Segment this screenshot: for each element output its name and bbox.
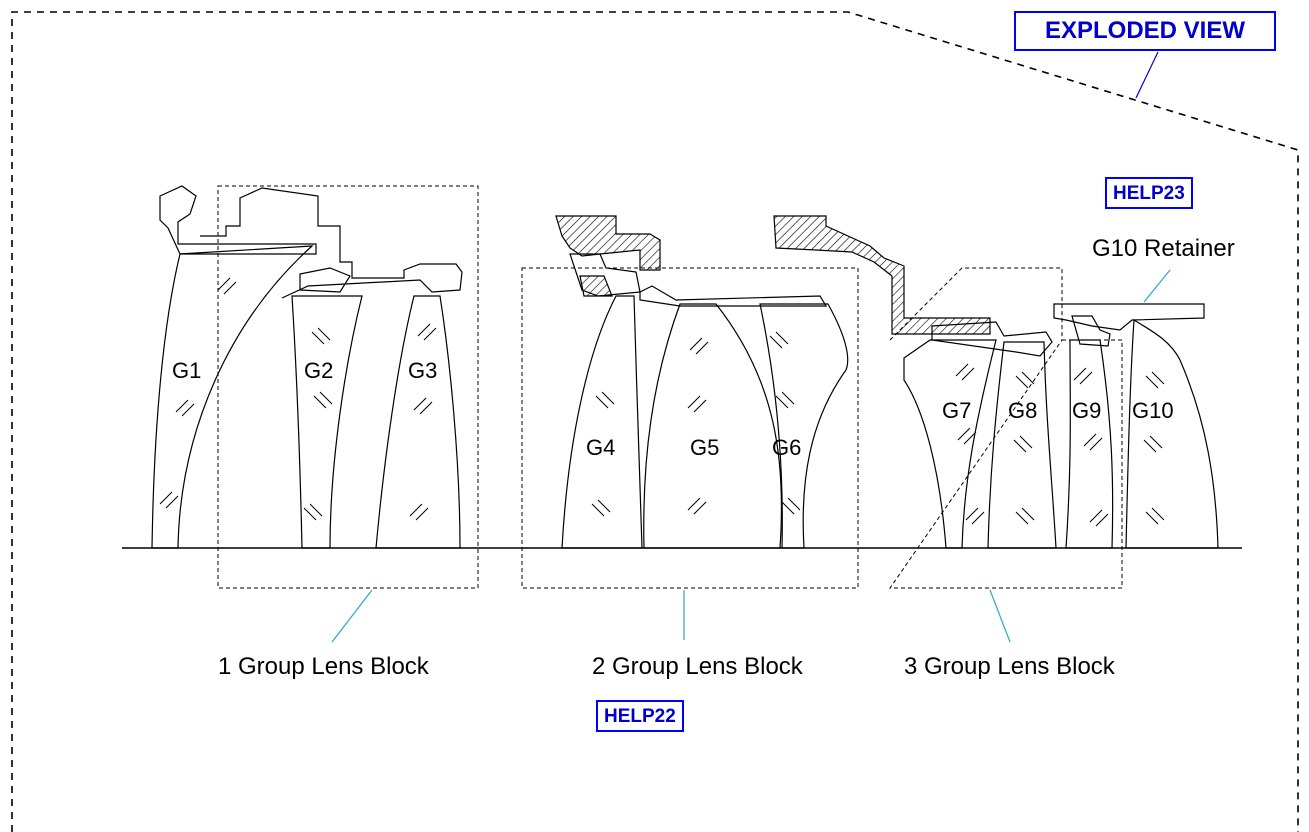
help23-button[interactable]: HELP23 [1105, 177, 1193, 209]
lens-label-g2: G2 [304, 358, 334, 383]
glass-marks [159, 277, 1165, 527]
lens-g5 [643, 303, 783, 549]
lens-label-g9: G9 [1072, 398, 1102, 423]
g1-barrel [200, 187, 463, 299]
lens-label-g1: G1 [172, 358, 202, 383]
group1-leader [331, 589, 373, 643]
g2-bracket [569, 253, 641, 297]
help22-button[interactable]: HELP22 [596, 700, 684, 732]
lens-g8 [987, 341, 1057, 549]
retainer-leader [1143, 269, 1171, 303]
exploded-view-leader [1135, 51, 1159, 99]
g2-mount [639, 285, 828, 307]
lens-g2 [291, 295, 363, 549]
lens-g10 [1125, 318, 1219, 549]
g2-hatched-mount [555, 215, 661, 271]
lens-label-g5: G5 [690, 435, 720, 460]
group3-leader [989, 589, 1011, 643]
lens-label-g8: G8 [1008, 398, 1038, 423]
lens-label-g10: G10 [1132, 398, 1174, 423]
lens-label-g4: G4 [586, 435, 616, 460]
lens-g4 [561, 295, 643, 549]
lens-g1 [151, 245, 314, 549]
g2-spacer [299, 267, 351, 293]
group2-block-box [521, 267, 859, 589]
outer-frame [11, 11, 1299, 832]
group1-block-box [217, 185, 479, 589]
g2-hatched-inner [579, 275, 613, 297]
g8-ring [931, 321, 1053, 357]
lens-label-g6: G6 [772, 435, 802, 460]
g10-retainer [1053, 303, 1205, 331]
lens-label-g7: G7 [942, 398, 972, 423]
lens-g3 [375, 295, 461, 549]
g10-retainer-label: G10 Retainer [1092, 235, 1235, 262]
lens-label-g3: G3 [408, 358, 438, 383]
group3-label: 3 Group Lens Block [904, 653, 1115, 680]
group1-label: 1 Group Lens Block [218, 653, 429, 680]
g1-mount [159, 185, 317, 255]
lens-g6 [759, 303, 849, 549]
exploded-view-button[interactable]: EXPLODED VIEW [1014, 11, 1276, 51]
group3-block-box [889, 267, 1123, 589]
g3-hatched-mount [773, 215, 991, 335]
lens-g7 [903, 339, 997, 549]
group2-label: 2 Group Lens Block [592, 653, 803, 680]
g9-ring [1071, 315, 1111, 347]
lens-g9 [1065, 339, 1114, 549]
